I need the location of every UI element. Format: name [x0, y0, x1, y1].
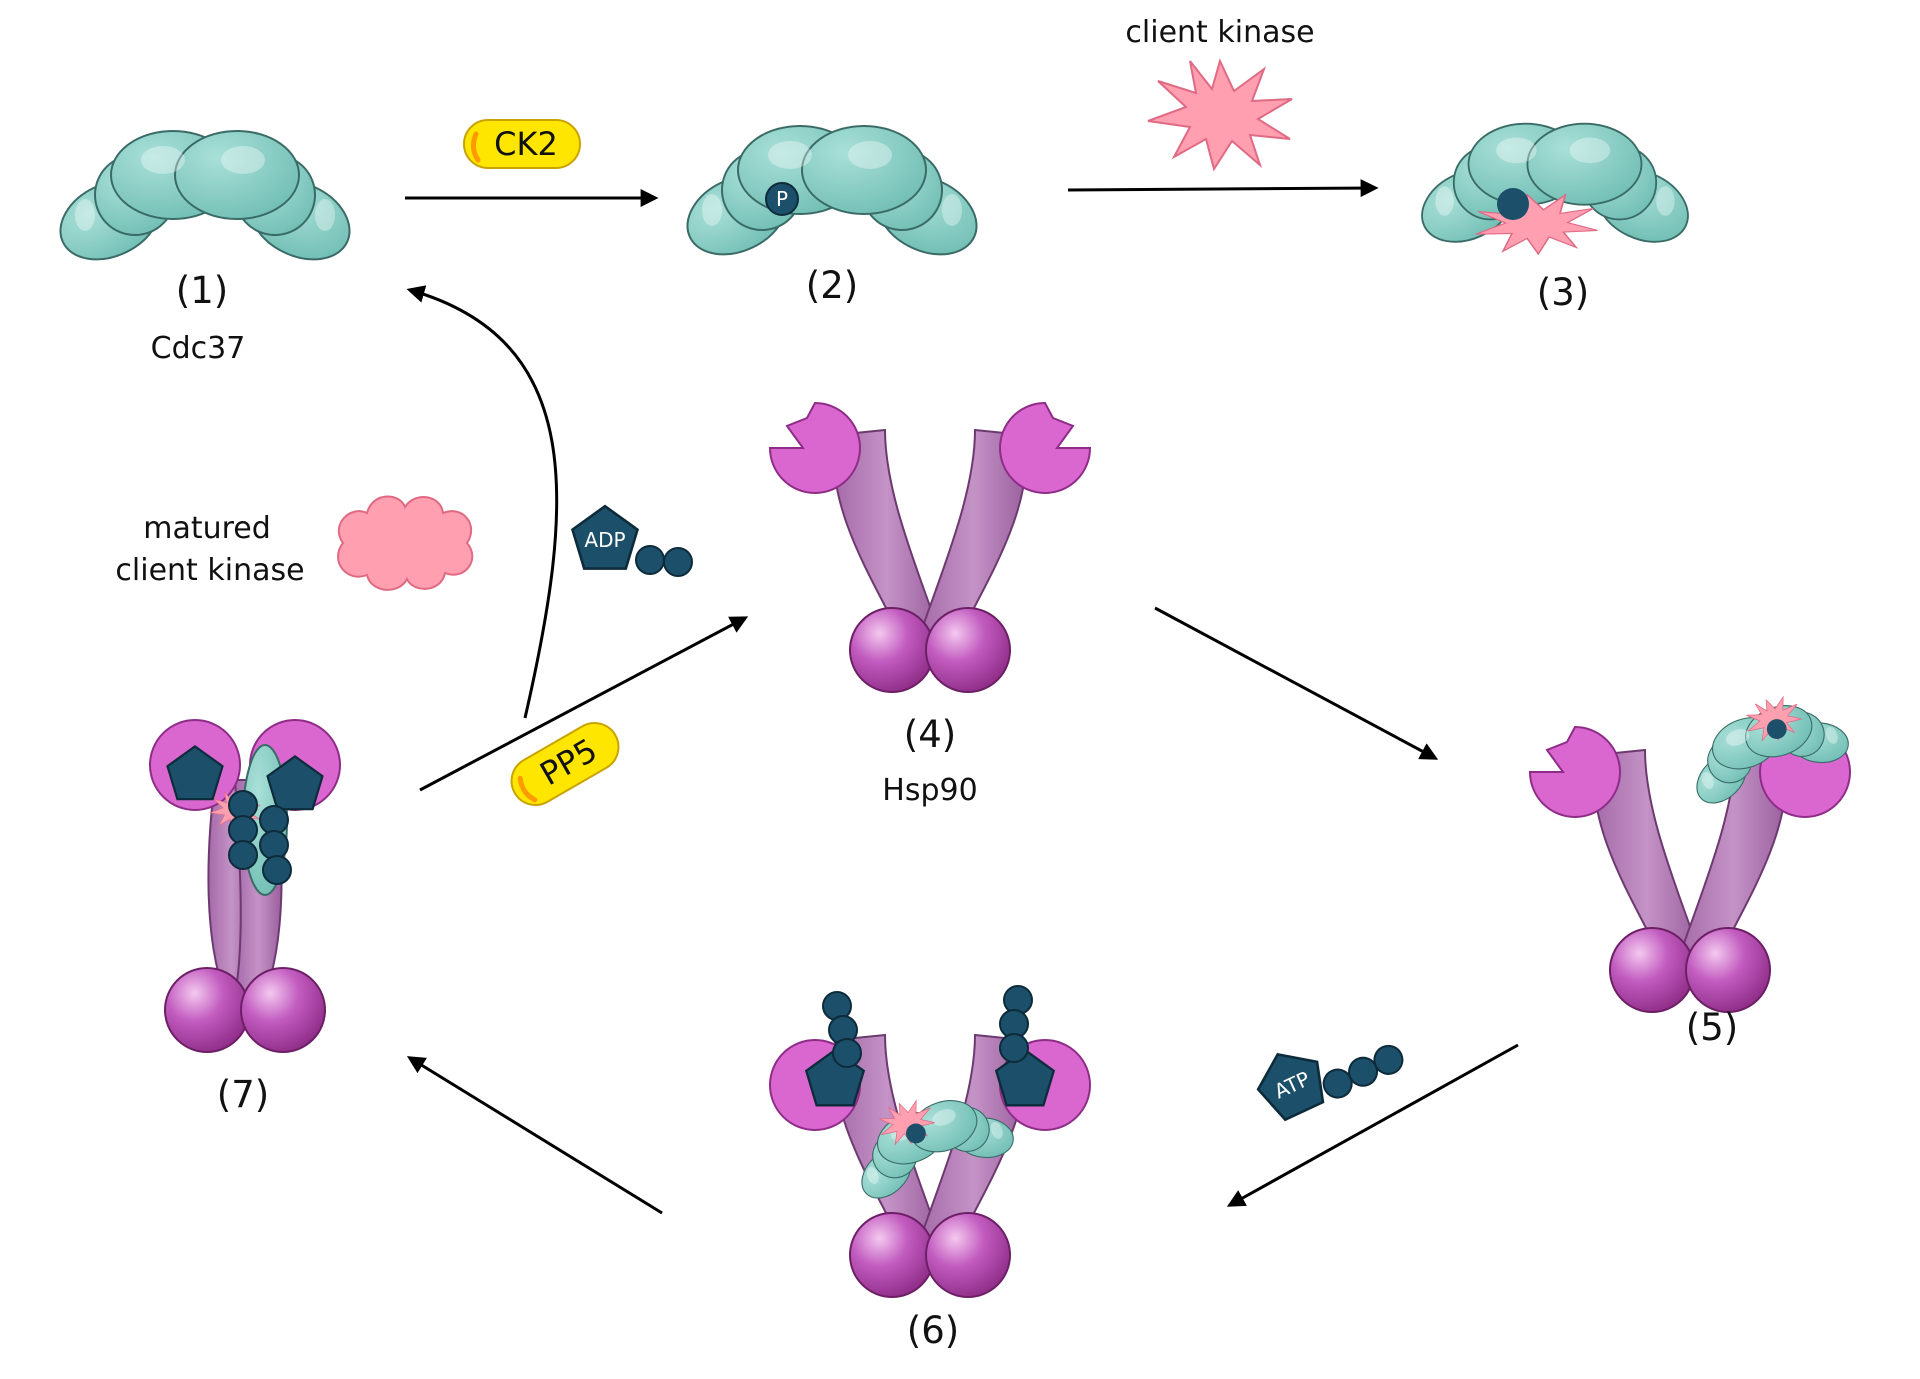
- ck2-enzyme: CK2: [463, 119, 581, 169]
- ck2-label: CK2: [494, 125, 558, 163]
- hsp90-state-4: [769, 402, 1091, 693]
- pp5-enzyme: PP5: [510, 722, 620, 806]
- cdc37-state-2: P: [673, 125, 991, 271]
- cdc37-kinase-state-3: [1409, 122, 1701, 262]
- arrow-2-to-3: [1067, 179, 1379, 198]
- arrow-6-to-7: [406, 1056, 663, 1215]
- arrow-5-to-6: [1226, 1043, 1519, 1207]
- adp-label: ADP: [584, 528, 625, 552]
- state-1-label: (1): [176, 269, 228, 312]
- phospho-label: P: [776, 187, 788, 211]
- matured-label-line2: client kinase: [115, 553, 304, 588]
- matured-client-kinase: [337, 495, 474, 591]
- hsp90-label: Hsp90: [882, 773, 977, 808]
- state-6-label: (6): [907, 1309, 959, 1352]
- client-kinase-label: client kinase: [1125, 15, 1314, 50]
- hsp90-closed-state-7: [149, 719, 341, 1053]
- hsp90-atp-state-6: [769, 985, 1091, 1298]
- state-2-label: (2): [806, 264, 858, 307]
- atp-molecule: ATP: [1246, 1039, 1409, 1126]
- phospho-dot: [1497, 188, 1529, 220]
- state-4-label: (4): [904, 713, 956, 756]
- state-3-label: (3): [1537, 271, 1589, 314]
- arrow-4-to-5: [1154, 606, 1439, 760]
- phospho-site: P: [765, 182, 799, 216]
- hsp90-cdc37-state-5: [1529, 684, 1863, 1013]
- state-5-label: (5): [1686, 1006, 1738, 1049]
- cdc37-label: Cdc37: [151, 331, 246, 366]
- client-kinase-free: [1147, 60, 1293, 170]
- arrow-7-to-4: [419, 616, 749, 792]
- adp-molecule: ADP: [571, 504, 693, 577]
- cdc37-state-1: [46, 130, 364, 276]
- arrow-7-to-1: [406, 285, 559, 719]
- state-7-label: (7): [217, 1073, 269, 1116]
- matured-label-line1: matured: [143, 511, 271, 546]
